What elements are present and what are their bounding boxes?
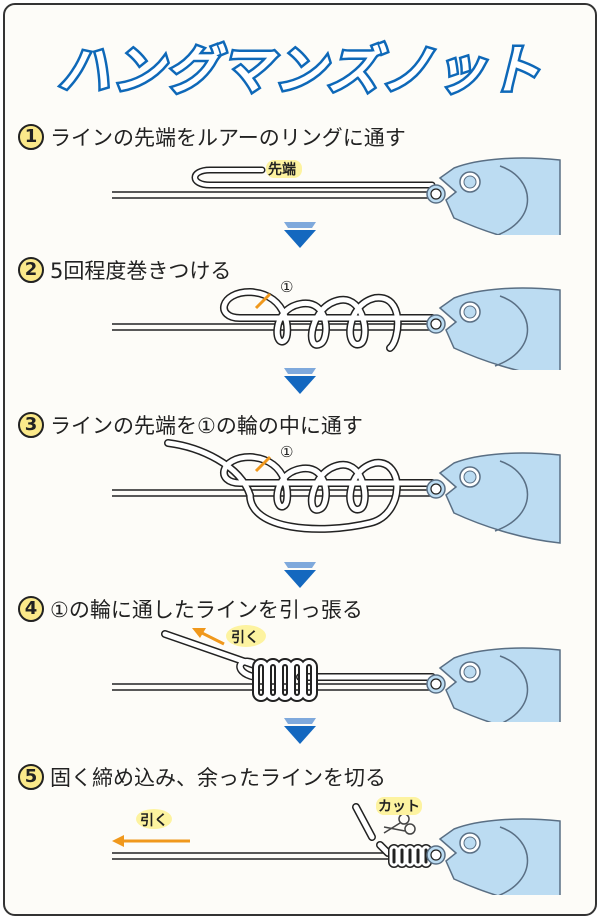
fish-lure-icon: [426, 287, 561, 370]
step-1-label: 1 ラインの先端をルアーのリングに通す: [18, 122, 406, 152]
step-3-badge: 3: [18, 412, 44, 438]
loop-label: ①: [280, 280, 293, 296]
down-arrow-icon: [284, 718, 316, 744]
pull-label: 引く: [231, 630, 259, 646]
step-1-badge: 1: [18, 124, 44, 150]
wrapped-coils: [164, 439, 436, 533]
step-5-label: 5 固く締め込み、余ったラインを切る: [18, 762, 386, 792]
step-3-label: 3 ラインの先端を①の輪の中に通す: [18, 410, 363, 440]
fish-lure-icon: [426, 452, 561, 544]
step-5-badge: 5: [18, 764, 44, 790]
loop-marker: [254, 292, 272, 310]
wrapped-coils: [220, 287, 436, 352]
loop-marker: [254, 455, 272, 473]
pull-arrow-icon: [112, 835, 190, 847]
step-5-text: 固く締め込み、余ったラインを切る: [50, 766, 386, 790]
fish-lure-icon: [426, 818, 561, 895]
scissors-icon: [383, 813, 416, 835]
tightened-knot: [161, 630, 436, 702]
fish-lure-icon: [426, 647, 561, 722]
loop-label: ①: [280, 443, 293, 461]
step-2-text: 5回程度巻きつける: [50, 259, 232, 283]
step-5-diagram: カット 引く: [112, 797, 561, 895]
label-highlight: [376, 797, 422, 815]
cut-label: カット: [378, 799, 420, 815]
label-highlight: [226, 625, 266, 647]
step-4-diagram: 引く: [112, 625, 561, 722]
step-2-diagram: ①: [112, 280, 561, 370]
step-4-badge: 4: [18, 596, 44, 622]
page-title: ハングマンズノット: [56, 39, 543, 104]
step-1-text: ラインの先端をルアーのリングに通す: [50, 126, 406, 150]
down-arrow-icon: [284, 368, 316, 394]
step-3-diagram: ①: [112, 439, 561, 544]
step-2-badge: 2: [18, 257, 44, 283]
step-4-text: ①の輪に通したラインを引っ張る: [50, 598, 363, 622]
label-highlight: [136, 809, 172, 829]
fish-lure-icon: [426, 157, 561, 235]
step-3-text: ラインの先端を①の輪の中に通す: [50, 414, 363, 438]
tip-label: 先端: [268, 161, 296, 178]
label-highlight: [266, 160, 302, 178]
down-arrow-icon: [284, 222, 316, 248]
fishing-line: [112, 166, 436, 199]
step-2-label: 2 5回程度巻きつける: [18, 255, 231, 285]
pull-arrow-icon: [192, 628, 225, 646]
down-arrow-icon: [284, 562, 316, 588]
step-1-diagram: 先端: [112, 157, 561, 235]
step-4-label: 4 ①の輪に通したラインを引っ張る: [18, 594, 363, 624]
pull-label: 引く: [140, 813, 168, 829]
